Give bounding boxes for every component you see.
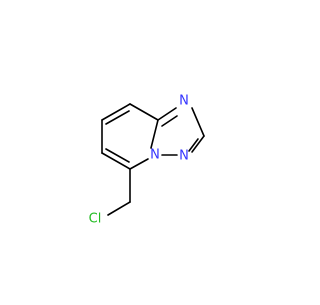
bond-c3-c4 (101, 152, 131, 170)
bond-c2-n-lower-double (188, 138, 199, 152)
bond-c8a-n-top (157, 107, 177, 121)
bond-c1-c2-double (105, 110, 130, 125)
bond-c2-n-lower (191, 135, 205, 153)
bond-c4-n-bridge (129, 158, 149, 170)
atom-label-n-lower: N (179, 149, 189, 164)
bond-n-top-c2 (191, 107, 205, 137)
bond-c8a-c1 (129, 103, 159, 121)
bond-c3-c4-double (105, 148, 130, 163)
bond-c8a-n-top-double (161, 115, 178, 127)
bond-ch2-cl (107, 201, 131, 216)
molecule-svg: N N N Cl (89, 94, 205, 227)
atom-label-n-bridge: N (150, 148, 160, 163)
atom-label-cl: Cl (89, 212, 102, 227)
bonds (101, 103, 205, 216)
bond-c1-c2 (101, 103, 131, 121)
atom-labels: N N N Cl (89, 94, 189, 227)
atom-label-n-top: N (179, 94, 189, 109)
bond-n-bridge-c8a (150, 119, 159, 149)
molecule-structure: N N N Cl (89, 94, 205, 227)
